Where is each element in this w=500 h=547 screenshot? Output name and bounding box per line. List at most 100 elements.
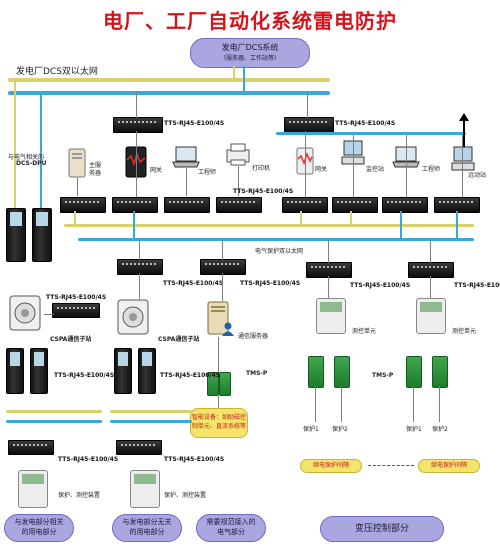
right-tms-2: [334, 356, 350, 388]
cspa2-drop: [139, 273, 140, 299]
page-title: 电厂、工厂自动化系统雷电防护: [103, 9, 397, 33]
rt-drop-1: [315, 386, 316, 422]
dev-drop-8: [462, 135, 463, 197]
dcs-system-drop-yellow: [233, 66, 235, 79]
tts-label-top-2: TTS-RJ45-E100/4S: [335, 120, 396, 127]
dev-drop-5: [305, 131, 306, 197]
tts-label-mid: TTS-RJ45-E100/4S: [233, 188, 294, 195]
dcs-system-line2: （服务器、工作站等）: [219, 55, 280, 62]
printer-label: 打印机: [252, 165, 271, 172]
tts-label-l2-3: TTS-RJ45-E100/4S: [350, 282, 411, 289]
bottom-pill-3-line2: 电气部分: [217, 528, 245, 536]
dcs-bus-yellow: [8, 78, 330, 82]
bottom-pill-1: 与发电部分相关 的用电部分: [4, 514, 74, 542]
engineer-label-2: 工程师: [422, 166, 441, 173]
legend-right-pill: 继电保护间隔: [418, 459, 480, 473]
mid-switch-2: [112, 197, 158, 213]
tms-module-2: [219, 372, 231, 396]
smart-device-line2: 制单元、直流系统等: [191, 423, 246, 430]
engineer-label: 工程师: [198, 169, 217, 176]
protect-device-2: [130, 470, 160, 508]
protect-device-label-2: 保护、测控装置: [164, 492, 207, 499]
mid-switch-5: [282, 197, 328, 213]
dev-drop-2: [136, 131, 137, 197]
protect-label-4: 保护2: [432, 426, 448, 433]
prot-drop-c3: [456, 211, 458, 239]
dpu-tower-2: [32, 208, 52, 262]
mid-tower-1: [114, 348, 132, 394]
mid-switch-7: [382, 197, 428, 213]
l2-switch-3: [306, 262, 352, 278]
comm-drop: [222, 273, 223, 301]
cspa-label-1: CSPA通信子站: [50, 336, 92, 343]
protection-bus-yellow: [64, 224, 474, 227]
right-tms-4: [432, 356, 448, 388]
mid-lower-bus-yellow: [110, 410, 192, 413]
prot-drop-y3: [350, 211, 352, 225]
comm-server-label: 通信服务器: [238, 333, 269, 340]
l2-drop-1: [139, 240, 140, 260]
l2-drop-3: [328, 240, 329, 263]
left-drop-cyan: [40, 93, 42, 210]
monitor-station-label: 监控站: [366, 166, 385, 173]
gateway-label: 网关: [150, 167, 163, 174]
remote-station-label: 远动站: [468, 172, 487, 179]
low-switch-2: [116, 440, 162, 455]
tts-label-top-1: TTS-RJ45-E100/4S: [164, 120, 225, 127]
dcs-system-box: 发电厂DCS系统 （服务器、工作站等）: [190, 38, 310, 68]
bottom-pill-1-line2: 的用电部分: [21, 528, 57, 536]
prot-drop-c1: [133, 211, 135, 239]
bottom-pill-2-line2: 的用电部分: [129, 528, 165, 536]
cspa1-line: [44, 314, 54, 315]
smart-device-line1: 智能设备：如励磁控: [191, 414, 246, 421]
tms-label-2: TMS-P: [372, 372, 394, 379]
mid-lower-bus-cyan: [110, 420, 192, 423]
remote-station-icon: [451, 146, 475, 171]
up-arrow-icon: [459, 113, 469, 147]
cspa-label-2: CSPA通信子站: [158, 336, 200, 343]
tts-label-mid-tower: TTS-RJ45-E100/4S: [160, 372, 221, 379]
cspa-substation-icon: [9, 295, 41, 331]
bottom-pill-3-line1: 需要规范接入的: [206, 518, 256, 526]
tts-label-l2-1: TTS-RJ45-E100/4S: [163, 280, 224, 287]
tms-drop: [218, 337, 219, 373]
main-server-label-1: 主服: [89, 162, 102, 169]
tts-label-l2-4: TTS-RJ45-E100/4S: [454, 282, 500, 289]
protection-bus-cyan: [78, 238, 474, 241]
dev-drop-3: [186, 168, 187, 196]
printer-icon: [226, 143, 250, 166]
right-tms-3: [406, 356, 422, 388]
protect-label-1: 保护1: [303, 426, 319, 433]
legend-dashed-line: [368, 465, 414, 467]
dev-drop-7: [406, 135, 407, 197]
dpu-label-2: DCS-DPU: [16, 160, 47, 167]
measure-unit-label-2: 测控单元: [452, 328, 477, 335]
tts-label-low-2: TTS-RJ45-E100/4S: [164, 456, 225, 463]
mid-switch-4: [216, 197, 262, 213]
tts-label-left-mid: TTS-RJ45-E100/4S: [54, 372, 115, 379]
protect-device-1: [18, 470, 48, 508]
gateway-label-2: 网关: [315, 166, 328, 173]
rt-drop-4: [439, 386, 440, 422]
left-drop-yellow: [14, 80, 16, 210]
protect-device-label-1: 保护、测控装置: [58, 492, 101, 499]
left-lower-bus-yellow: [6, 410, 102, 413]
bottom-pill-1-line1: 与发电部分相关: [14, 518, 64, 526]
right-top-bus: [276, 132, 466, 135]
l2-drop-4: [430, 240, 431, 263]
mid-switch-1: [60, 197, 106, 213]
user-icon: [222, 322, 234, 336]
bottom-pill-2: 与发电部分无关 的用电部分: [112, 514, 182, 542]
tts-switch-top-2: [284, 117, 334, 133]
bottom-pill-2-line1: 与发电部分无关: [122, 518, 172, 526]
dcs-bus-cyan: [8, 91, 330, 95]
l2-switch-4: [408, 262, 454, 278]
protect-label-3: 保护1: [406, 426, 422, 433]
l2-switch-2: [200, 259, 246, 275]
tms-label: TMS-P: [246, 370, 268, 377]
tts-switch-top-1: [113, 117, 163, 133]
prot-drop-y1: [74, 211, 76, 225]
right-tms-1: [308, 356, 324, 388]
tts-label-cspa-1: TTS-RJ45-E100/4S: [46, 294, 107, 301]
measure-unit-1: [316, 298, 346, 334]
